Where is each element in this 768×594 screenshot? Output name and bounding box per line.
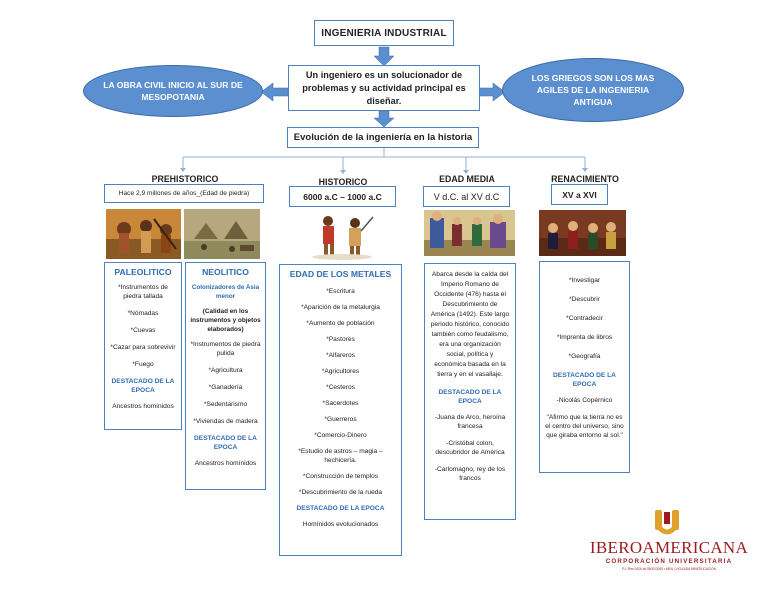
period-label-historico: HISTORICO (318, 177, 368, 187)
metal-age-image (303, 211, 381, 261)
list-item: *Sedentarismo (203, 401, 248, 408)
list-item: *Cuevas (130, 327, 156, 334)
list-item: *Cazar para sobrevivir (110, 344, 176, 351)
list-item: *Descubrimiento de la rueda (298, 489, 383, 496)
edad-media-card: Abarca desde la caída del Imperio Romano… (424, 263, 516, 520)
featured-item: Ancestros homínidos (112, 403, 174, 410)
list-item: *Descubrir (569, 296, 600, 303)
list-item: *Contradecir (566, 315, 603, 322)
list-item: *Sacerdotes (322, 400, 359, 407)
list-item: *Escritura (326, 288, 355, 295)
neolitico-heading: NEOLITICO (202, 267, 249, 277)
list-item: *Fuego (132, 361, 154, 368)
list-item: *Agricultores (321, 368, 360, 375)
neolitico-note: (Calidad en los instrumentos y objetos e… (190, 308, 261, 333)
right-note-ellipse: LOS GRIEGOS SON LOS MAS AGILES DE LA ING… (502, 58, 684, 122)
list-item: -Cristóbal colon, descubridor de América (435, 440, 505, 456)
neolitico-subheading: Colonizadores de Asia menor (191, 284, 260, 300)
list-item: *Guerreros (324, 416, 357, 423)
renacimiento-card: *Investigar *Descubrir *Contradecir *Imp… (539, 261, 630, 473)
page-title: INGENIERIA INDUSTRIAL (314, 20, 454, 46)
list-item: *Estudio de astros – magia – hechicería. (298, 448, 383, 464)
logo-name: IBEROAMERICANA (589, 538, 749, 557)
list-item: *Nómadas (127, 310, 159, 317)
featured-label: DESTACADO DE LA EPOCA (296, 505, 385, 512)
list-item: *Investigar (568, 277, 601, 284)
list-item: *Aparición de la metalurgia (301, 304, 380, 311)
featured-item: Ancestros homínidos (194, 460, 257, 467)
list-item: *Pastores (326, 336, 355, 343)
featured-label: DESTACADO DE LA EPOCA (438, 389, 502, 405)
period-label-prehistorico: PREHISTORICO (151, 174, 219, 184)
middle-ages-image (424, 210, 515, 256)
neolithic-image (184, 209, 260, 259)
list-item: *Imprenta de libros (556, 334, 613, 341)
featured-item: -Nicolás Copérnico (556, 397, 613, 404)
renaissance-image (539, 210, 626, 256)
list-item: -Juana de Arco, heroína francesa (434, 414, 506, 430)
evolution-box: Evolución de la ingeniería en la histori… (287, 127, 479, 148)
neolitico-card: NEOLITICO Colonizadores de Asia menor (C… (185, 262, 266, 490)
period-label-edad-media: EDAD MEDIA (439, 174, 495, 184)
list-item: *Viviendas de madera (193, 418, 258, 425)
iberoamericana-logo: IBEROAMERICANA CORPORACIÓN UNIVERSITARIA… (584, 508, 754, 580)
paleolitico-card: PALEOLITICO *Instrumentos de piedra tall… (104, 262, 182, 430)
list-item: *Alfareros (326, 352, 355, 359)
list-item: *Aumento de población (306, 320, 375, 327)
list-item: *Construcción de templos (302, 473, 379, 480)
copernicus-quote: "Afirmo que la tierra no es el centro de… (545, 414, 624, 439)
list-item: *Cesteros (326, 384, 355, 391)
renacimiento-dates: XV a XVI (551, 184, 608, 205)
list-item: *Agricultura (208, 367, 243, 374)
paleolithic-image (106, 209, 181, 259)
edad-media-dates: V d.C. al XV d.C (423, 186, 510, 207)
logo-fineprint: P.J. Res 0426 de 08/30/2005 • MEN | VIGI… (622, 567, 716, 571)
list-item: *Comercio-Dinero (314, 432, 367, 439)
logo-tagline: CORPORACIÓN UNIVERSITARIA (605, 558, 733, 565)
left-note-ellipse: LA OBRA CIVIL INICIO AL SUR DE MESOPOTAN… (83, 65, 263, 117)
definition-box: Un ingeniero es un solucionador de probl… (288, 65, 480, 111)
metales-heading: EDAD DE LOS METALES (289, 269, 392, 279)
list-item: -Carlomagno, rey de los francos (434, 466, 506, 482)
featured-item: Homínidos evolucionados (302, 521, 379, 528)
historico-dates: 6000 a.C – 1000 a.C (289, 186, 396, 207)
list-item: *Geografía (568, 353, 601, 360)
featured-label: DESTACADO DE LA EPOCA (194, 435, 257, 451)
featured-label: DESTACADO DE LA EPOCA (553, 372, 616, 388)
list-item: *Instrumentos de piedra pulida (190, 341, 261, 357)
edad-media-description: Abarca desde la caída del Imperio Romano… (430, 271, 510, 378)
logo-emblem-icon (655, 510, 679, 535)
prehistorico-dates: Hace 2,9 millones de años_(Edad de piedr… (104, 184, 264, 203)
list-item: *Instrumentos de piedra tallada (118, 284, 168, 300)
list-item: *Ganadería (208, 384, 243, 391)
period-label-renacimiento: RENACIMIENTO (551, 174, 619, 184)
metales-card: EDAD DE LOS METALES *Escritura *Aparició… (279, 264, 402, 556)
featured-label: DESTACADO DE LA EPOCA (111, 378, 175, 394)
paleolitico-heading: PALEOLITICO (114, 267, 172, 277)
